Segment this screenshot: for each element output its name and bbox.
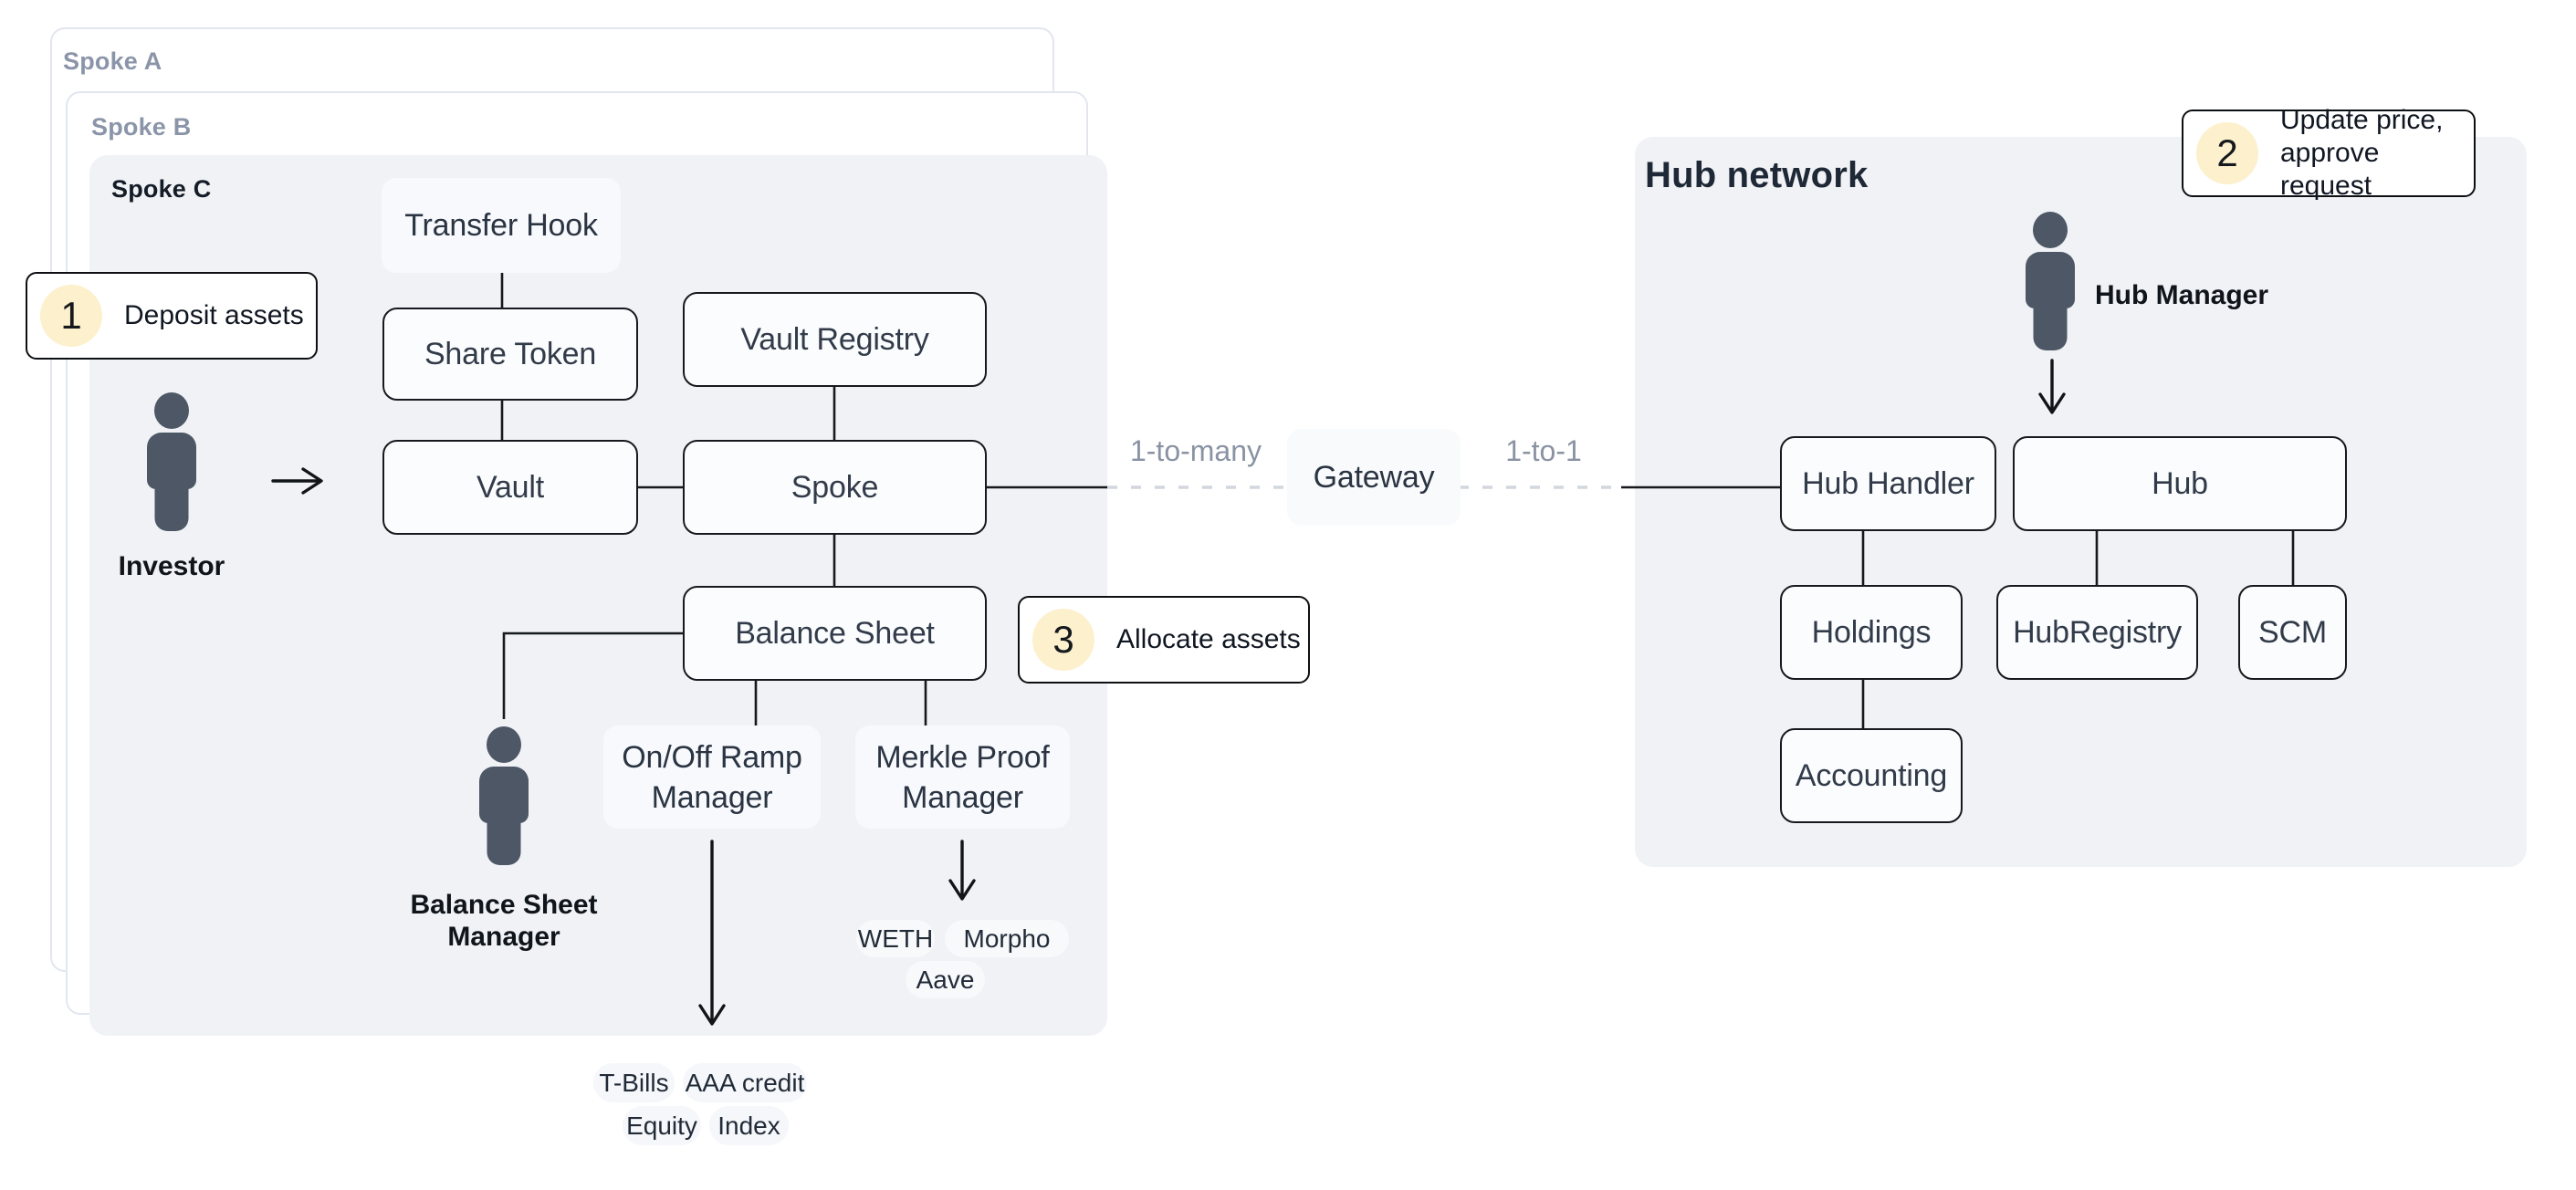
tbills-pill: T-Bills xyxy=(593,1063,675,1102)
callout-update-price: 2 Update price, approve request xyxy=(2182,105,2476,201)
hub-network-title: Hub network xyxy=(1645,155,1869,195)
merkle-manager-line1: Merkle Proof xyxy=(875,739,1050,775)
ramp-manager-down-arrow-icon xyxy=(698,840,726,1026)
vault-registry-label: Vault Registry xyxy=(740,321,929,357)
callout-1-text: Deposit assets xyxy=(124,300,304,330)
callout-3-text: Allocate assets xyxy=(1116,624,1301,654)
vault-registry-node: Vault Registry xyxy=(683,292,987,387)
weth-pill: WETH xyxy=(856,920,935,957)
holdings-node: Holdings xyxy=(1780,585,1963,680)
spoke-a-label: Spoke A xyxy=(63,47,162,75)
balance-sheet-manager-line1: Balance Sheet xyxy=(410,890,598,920)
step-1-badge: 1 xyxy=(40,285,102,347)
hub-manager-down-arrow-icon xyxy=(2038,359,2066,414)
spoke-c-label: Spoke C xyxy=(111,175,212,203)
balance-sheet-label: Balance Sheet xyxy=(735,615,935,651)
gateway-label: Gateway xyxy=(1313,460,1435,495)
equity-label: Equity xyxy=(626,1111,697,1140)
person-head xyxy=(487,726,521,763)
spoke-b-label: Spoke B xyxy=(91,113,192,141)
person-torso xyxy=(479,767,529,823)
tbills-label: T-Bills xyxy=(599,1068,669,1097)
balance-sheet-node: Balance Sheet xyxy=(683,586,987,681)
gateway-node: Gateway xyxy=(1287,429,1461,526)
person-head xyxy=(154,392,189,429)
hub-label: Hub xyxy=(2152,465,2208,501)
spoke-label: Spoke xyxy=(791,469,879,505)
hub-manager-label: Hub Manager xyxy=(2095,280,2269,310)
aave-pill: Aave xyxy=(906,961,985,998)
merkle-manager-line2: Manager xyxy=(902,779,1023,815)
hub-registry-label: HubRegistry xyxy=(2013,614,2182,650)
ramp-manager-line2: Manager xyxy=(651,779,773,815)
aaa-credit-pill: AAA credit xyxy=(683,1063,807,1102)
person-head xyxy=(2033,212,2068,248)
hub-node: Hub xyxy=(2013,436,2347,531)
accounting-label: Accounting xyxy=(1795,757,1948,793)
vault-node: Vault xyxy=(382,440,638,535)
transfer-hook-node: Transfer Hook xyxy=(382,178,621,273)
balance-sheet-manager-line2: Manager xyxy=(447,922,560,952)
person-torso xyxy=(2026,252,2075,308)
morpho-label: Morpho xyxy=(963,924,1051,953)
one-to-one-label: 1-to-1 xyxy=(1505,434,1582,467)
equity-pill: Equity xyxy=(623,1106,701,1145)
hub-handler-node: Hub Handler xyxy=(1780,436,1996,531)
person-legs xyxy=(154,489,189,531)
one-to-many-label: 1-to-many xyxy=(1129,434,1262,467)
hub-handler-label: Hub Handler xyxy=(1802,465,1974,501)
hub-manager-person-icon xyxy=(2026,212,2075,350)
aave-label: Aave xyxy=(916,965,975,994)
vault-label: Vault xyxy=(476,469,544,505)
accounting-node: Accounting xyxy=(1780,728,1963,823)
callout-allocate-assets: 3 Allocate assets xyxy=(1018,596,1310,684)
morpho-pill: Morpho xyxy=(945,920,1069,957)
merkle-manager-node: Merkle Proof Manager xyxy=(855,725,1070,829)
share-token-label: Share Token xyxy=(424,336,597,371)
holdings-label: Holdings xyxy=(1811,614,1932,650)
person-legs xyxy=(2033,308,2068,350)
person-torso xyxy=(147,433,196,489)
line-balancesheet-manager-elbow xyxy=(502,632,683,719)
investor-label: Investor xyxy=(118,551,225,581)
spoke-node: Spoke xyxy=(683,440,987,535)
ramp-manager-node: On/Off Ramp Manager xyxy=(603,725,821,829)
balance-sheet-manager-label: Balance Sheet Manager xyxy=(390,889,618,953)
step-3-badge: 3 xyxy=(1032,609,1094,671)
scm-label: SCM xyxy=(2258,614,2327,650)
merkle-manager-down-arrow-icon xyxy=(948,840,976,901)
callout-deposit-assets: 1 Deposit assets xyxy=(26,272,318,360)
weth-label: WETH xyxy=(857,924,934,953)
callout-2-line1: Update price, xyxy=(2280,105,2444,135)
callout-2-line2: approve request xyxy=(2280,138,2380,201)
index-label: Index xyxy=(717,1111,780,1140)
investor-person-icon xyxy=(147,392,196,531)
hub-registry-node: HubRegistry xyxy=(1996,585,2198,680)
step-2-badge: 2 xyxy=(2196,122,2258,184)
share-token-node: Share Token xyxy=(382,308,638,401)
transfer-hook-label: Transfer Hook xyxy=(404,208,598,243)
aaa-credit-label: AAA credit xyxy=(685,1068,805,1097)
investor-arrow-icon xyxy=(271,467,323,495)
index-pill: Index xyxy=(709,1106,789,1145)
ramp-manager-line1: On/Off Ramp xyxy=(622,739,802,775)
scm-node: SCM xyxy=(2238,585,2347,680)
person-legs xyxy=(487,823,521,865)
balance-sheet-manager-person-icon xyxy=(479,726,529,865)
